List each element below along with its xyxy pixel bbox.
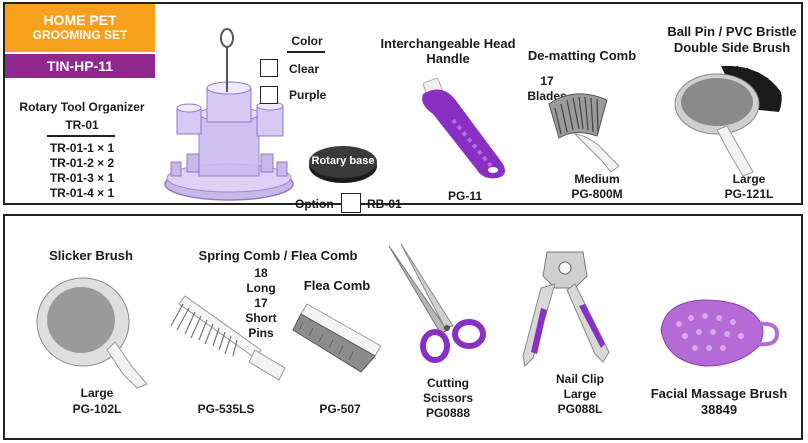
spring-pins-line4: Short xyxy=(245,311,277,325)
color-heading: Color xyxy=(291,34,323,48)
model-code-banner: TIN-HP-11 xyxy=(5,54,155,78)
rotary-base-label: Rotary base xyxy=(311,155,375,167)
purple-color-checkbox[interactable] xyxy=(260,86,278,104)
ballpin-title-line1: Ball Pin / PVC Bristle xyxy=(667,24,797,39)
set-title-banner: HOME PET GROOMING SET xyxy=(5,4,155,52)
dematting-comb-image xyxy=(548,93,620,173)
dematting-size: Medium xyxy=(574,172,620,186)
rotary-base-option-checkbox[interactable] xyxy=(341,193,361,213)
dematting-blades-count: 17 xyxy=(540,74,554,88)
spring-comb-title: Spring Comb / Flea Comb xyxy=(198,248,358,263)
nail-clip-size: Large xyxy=(563,387,597,401)
scissors-name-line2: Scissors xyxy=(422,391,474,405)
spring-comb-code: PG-535LS xyxy=(197,402,255,416)
organizer-divider xyxy=(47,135,115,137)
handle-image xyxy=(422,77,505,179)
spring-pins-line1: 18 xyxy=(254,266,268,280)
handle-title-line2: Handle xyxy=(426,51,470,66)
scissors-code: PG0888 xyxy=(425,406,471,420)
ballpin-title-line2: Double Side Brush xyxy=(673,40,791,55)
organizer-item-1: TR-01-1 × 1 xyxy=(49,141,115,155)
spring-pins-line3: 17 xyxy=(254,296,268,310)
organizer-item-4: TR-01-4 × 1 xyxy=(49,186,115,200)
organizer-title: Rotary Tool Organizer xyxy=(19,100,145,114)
massage-brush-name: Facial Massage Brush xyxy=(650,386,788,401)
organizer-item-2: TR-01-2 × 2 xyxy=(49,156,115,170)
top-panel: HOME PET GROOMING SET TIN-HP-11 Rotary T… xyxy=(3,2,803,213)
massage-brush-code: 38849 xyxy=(700,402,738,417)
nail-clipper-image xyxy=(522,251,610,368)
slicker-size: Large xyxy=(80,386,114,400)
rotary-base-code: RB-01 xyxy=(367,197,402,211)
nail-clip-code: PG088L xyxy=(557,402,603,416)
set-title-line1: HOME PET xyxy=(43,12,117,28)
ballpin-size: Large xyxy=(732,172,766,186)
handle-code: PG-11 xyxy=(447,189,483,203)
clear-color-checkbox[interactable] xyxy=(260,59,278,77)
massage-brush-image xyxy=(660,299,780,367)
dematting-code: PG-800M xyxy=(571,187,623,201)
handle-title-line1: Interchangeable Head xyxy=(380,36,516,51)
slicker-title: Slicker Brush xyxy=(49,248,133,263)
spring-pins-line2: Long xyxy=(246,281,276,295)
scissors-image xyxy=(388,243,486,363)
bottom-panel: Slicker Brush Large PG-102L Spring Comb … xyxy=(3,214,803,440)
spring-pins-line5: Pins xyxy=(248,326,274,340)
flea-comb-title: Flea Comb xyxy=(303,278,371,293)
color-divider xyxy=(287,51,325,53)
rotary-organizer-image xyxy=(164,28,294,201)
dematting-title: De-matting Comb xyxy=(527,48,637,63)
organizer-item-3: TR-01-3 × 1 xyxy=(49,171,115,185)
rotary-base-option-label: Option xyxy=(295,197,334,211)
clear-color-label: Clear xyxy=(289,62,320,76)
ballpin-brush-image xyxy=(674,65,782,177)
scissors-name-line1: Cutting xyxy=(427,376,469,390)
slicker-code: PG-102L xyxy=(72,402,122,416)
slicker-brush-image xyxy=(36,277,148,389)
organizer-code: TR-01 xyxy=(65,118,99,132)
rotary-base-image xyxy=(309,146,377,183)
flea-comb-image xyxy=(292,303,382,373)
set-title-line2: GROOMING SET xyxy=(32,28,128,42)
purple-color-label: Purple xyxy=(289,88,327,102)
nail-clip-name: Nail Clip xyxy=(555,372,604,386)
ballpin-code: PG-121L xyxy=(724,187,774,201)
spring-comb-image xyxy=(170,295,286,381)
flea-comb-code: PG-507 xyxy=(319,402,361,416)
